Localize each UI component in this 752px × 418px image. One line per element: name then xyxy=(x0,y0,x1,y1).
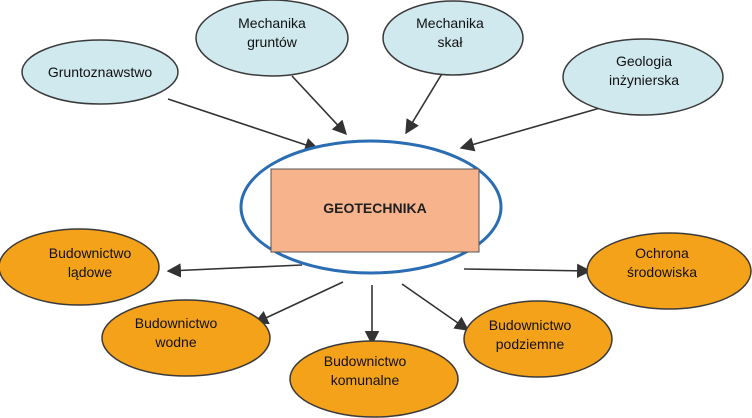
mechanika-skal-label: Mechanika skał xyxy=(416,15,484,50)
geologia-inzynierska-ellipse xyxy=(562,38,724,116)
budownictwo-ladowe-label-line: Budownictwo xyxy=(49,245,132,261)
budownictwo-komunalne-label-line: komunalne xyxy=(331,372,400,388)
gruntoznawstwo-ellipse xyxy=(21,39,179,105)
ochrona-srodowiska-arrow xyxy=(463,263,592,278)
geologia-inzynierska-node: Geologia inżynierska xyxy=(562,38,724,116)
mechanika-gruntow-label: Mechanika gruntów xyxy=(238,15,306,50)
geologia-inzynierska-label-line: Geologia xyxy=(616,53,672,69)
budownictwo-ladowe-arrow xyxy=(166,263,303,278)
center-node: GEOTECHNIKA xyxy=(239,139,503,275)
ochrona-srodowiska-label: Ochrona środowiska xyxy=(627,245,697,280)
budownictwo-wodne-ellipse xyxy=(101,299,271,377)
arrows-layer xyxy=(166,71,601,346)
ochrona-srodowiska-node: Ochrona środowiska xyxy=(586,232,752,310)
budownictwo-wodne-label: Budownictwo wodne xyxy=(135,315,218,350)
mechanika-gruntow-ellipse xyxy=(195,0,349,77)
budownictwo-komunalne-label: Budownictwo komunalne xyxy=(324,353,407,388)
gruntoznawstwo-label-line: Gruntoznawstwo xyxy=(48,64,152,80)
mechanika-gruntow-node: Mechanika gruntów xyxy=(195,0,349,77)
mechanika-gruntow-label-line: gruntów xyxy=(247,34,298,50)
center-box xyxy=(270,168,480,253)
budownictwo-ladowe-node: Budownictwo lądowe xyxy=(0,228,160,306)
budownictwo-komunalne-ellipse xyxy=(289,340,459,418)
budownictwo-podziemne-label-line: Budownictwo xyxy=(489,317,572,333)
mechanika-skal-arrow xyxy=(405,71,444,135)
mechanika-gruntow-arrow xyxy=(291,75,347,136)
budownictwo-podziemne-arrow xyxy=(401,283,470,331)
mechanika-skal-ellipse xyxy=(382,0,524,76)
budownictwo-podziemne-ellipse xyxy=(463,300,613,378)
budownictwo-podziemne-node: Budownictwo podziemne xyxy=(463,300,613,378)
ochrona-srodowiska-ellipse xyxy=(586,232,752,310)
ochrona-srodowiska-label-line: Ochrona xyxy=(635,245,689,261)
geologia-inzynierska-label: Geologia inżynierska xyxy=(609,53,679,88)
mechanika-gruntow-label-line: Mechanika xyxy=(238,15,306,31)
budownictwo-komunalne-label-line: Budownictwo xyxy=(324,353,407,369)
budownictwo-ladowe-label-line: lądowe xyxy=(68,264,113,280)
ochrona-srodowiska-label-line: środowiska xyxy=(627,264,697,280)
center-label: GEOTECHNIKA xyxy=(323,200,426,216)
budownictwo-wodne-arrow xyxy=(253,281,344,325)
input-nodes: Gruntoznawstwo Mechanika gruntów Mechanika s… xyxy=(21,0,724,116)
budownictwo-podziemne-label: Budownictwo podziemne xyxy=(489,317,572,352)
budownictwo-ladowe-ellipse xyxy=(0,228,160,306)
mechanika-skal-label-line: Mechanika xyxy=(416,15,484,31)
budownictwo-podziemne-label-line: podziemne xyxy=(496,336,565,352)
geologia-inzynierska-arrow xyxy=(459,107,601,152)
budownictwo-wodne-label-line: wodne xyxy=(154,334,196,350)
gruntoznawstwo-node: Gruntoznawstwo xyxy=(21,39,179,105)
mechanika-skal-node: Mechanika skał xyxy=(382,0,524,76)
mechanika-skal-label-line: skał xyxy=(438,34,464,50)
budownictwo-komunalne-node: Budownictwo komunalne xyxy=(289,340,459,418)
budownictwo-wodne-label-line: Budownictwo xyxy=(135,315,218,331)
budownictwo-ladowe-label: Budownictwo lądowe xyxy=(49,245,132,280)
gruntoznawstwo-arrow xyxy=(167,98,320,152)
geologia-inzynierska-label-line: inżynierska xyxy=(609,72,679,88)
gruntoznawstwo-label: Gruntoznawstwo xyxy=(48,64,152,80)
budownictwo-wodne-node: Budownictwo wodne xyxy=(101,299,271,377)
